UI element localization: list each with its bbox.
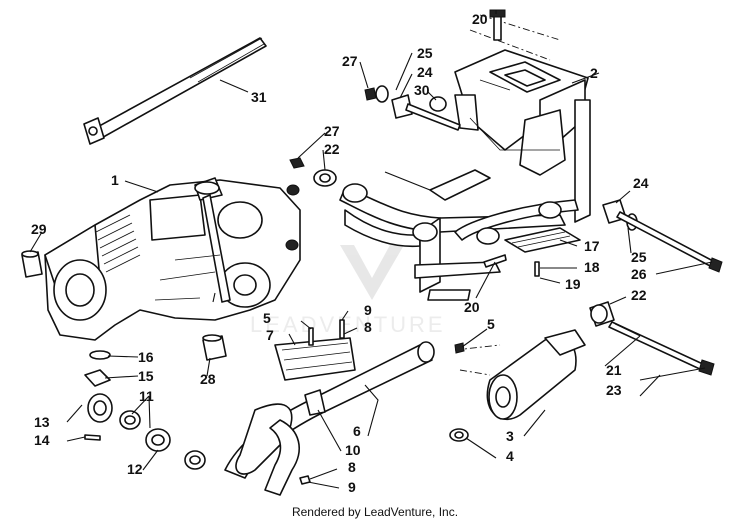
callout-4: 4 xyxy=(506,448,514,464)
callout-5-left: 5 xyxy=(263,310,271,326)
part-axle-shaft[interactable] xyxy=(83,37,267,145)
part-muffler[interactable] xyxy=(454,329,586,421)
part-exhaust-pipe[interactable] xyxy=(224,341,435,496)
part-nut-27-upper-left[interactable] xyxy=(364,87,377,101)
callout-9-upper: 9 xyxy=(364,302,372,318)
callout-29: 29 xyxy=(31,221,47,237)
callout-24-top: 24 xyxy=(417,64,433,80)
callout-8-upper: 8 xyxy=(364,319,372,335)
callout-11: 11 xyxy=(139,388,154,404)
callout-31: 31 xyxy=(251,89,267,105)
callout-3: 3 xyxy=(506,428,514,444)
callout-13: 13 xyxy=(34,414,50,430)
callout-27-top: 27 xyxy=(342,53,358,69)
part-heat-shield[interactable] xyxy=(274,337,356,381)
part-spacer-lower[interactable] xyxy=(202,334,227,361)
callout-25-right: 25 xyxy=(631,249,647,265)
callout-23: 23 xyxy=(606,382,622,398)
callout-20-top: 20 xyxy=(472,11,488,27)
callout-9-lower: 9 xyxy=(348,479,356,495)
callout-7: 7 xyxy=(266,327,274,343)
callout-26: 26 xyxy=(631,266,647,282)
callout-21: 21 xyxy=(606,362,622,378)
callout-22-lower: 22 xyxy=(631,287,647,303)
callout-6: 6 xyxy=(353,423,361,439)
part-washer-25-upper[interactable] xyxy=(375,85,389,103)
callout-30: 30 xyxy=(414,82,430,98)
callout-22-mid: 22 xyxy=(324,141,340,157)
callout-25-top: 25 xyxy=(417,45,433,61)
part-bolt-5-left[interactable] xyxy=(308,327,314,346)
part-bushing-24-upper[interactable] xyxy=(391,94,461,131)
callout-18: 18 xyxy=(584,259,600,275)
callout-8-lower: 8 xyxy=(348,459,356,475)
callout-28: 28 xyxy=(200,371,216,387)
callout-15: 15 xyxy=(138,368,154,384)
callout-27-mid: 27 xyxy=(324,123,340,139)
part-spring-8-9-lower[interactable] xyxy=(299,475,311,485)
part-plate[interactable] xyxy=(504,227,581,253)
part-hanger-bracket-10[interactable] xyxy=(304,389,326,416)
part-bolt-5-right[interactable] xyxy=(454,342,465,354)
part-exhaust-connectors[interactable] xyxy=(84,350,206,470)
part-gasket-4[interactable] xyxy=(449,428,469,442)
part-bolt-26[interactable] xyxy=(616,211,723,273)
part-frame-bracket[interactable] xyxy=(454,14,591,223)
part-nut-27-upper[interactable] xyxy=(289,157,305,169)
callout-1: 1 xyxy=(111,172,119,188)
part-swing-frame[interactable] xyxy=(339,169,579,301)
callout-19: 19 xyxy=(565,276,581,292)
part-cap-30[interactable] xyxy=(429,96,447,112)
part-bolt-20-upper[interactable] xyxy=(489,9,506,41)
callout-16: 16 xyxy=(138,349,154,365)
callout-labels: 31 2 20 25 24 27 30 27 22 1 29 24 25 26 … xyxy=(31,11,649,495)
part-screw-18-19[interactable] xyxy=(534,261,540,277)
callout-10: 10 xyxy=(345,442,361,458)
part-spacer-left[interactable] xyxy=(21,250,43,278)
part-bolt-9-8-upper[interactable] xyxy=(339,319,345,339)
callout-20-lower: 20 xyxy=(464,299,480,315)
part-bolt-20-lower[interactable] xyxy=(483,254,507,268)
callout-14: 14 xyxy=(34,432,50,448)
callout-24-right: 24 xyxy=(633,175,649,191)
callout-2: 2 xyxy=(590,65,598,81)
part-bushing-22-upper[interactable] xyxy=(313,169,337,187)
watermark-text: LEADVENTURE xyxy=(250,312,446,337)
leader-lines xyxy=(29,10,713,489)
callout-17: 17 xyxy=(584,238,600,254)
part-bushing-22-lower[interactable] xyxy=(589,301,615,327)
callout-12: 12 xyxy=(127,461,143,477)
part-engine[interactable] xyxy=(44,177,301,341)
part-bolt-21-23[interactable] xyxy=(608,321,715,376)
callout-5-right: 5 xyxy=(487,316,495,332)
footer-credit: Rendered by LeadVenture, Inc. xyxy=(291,505,459,519)
